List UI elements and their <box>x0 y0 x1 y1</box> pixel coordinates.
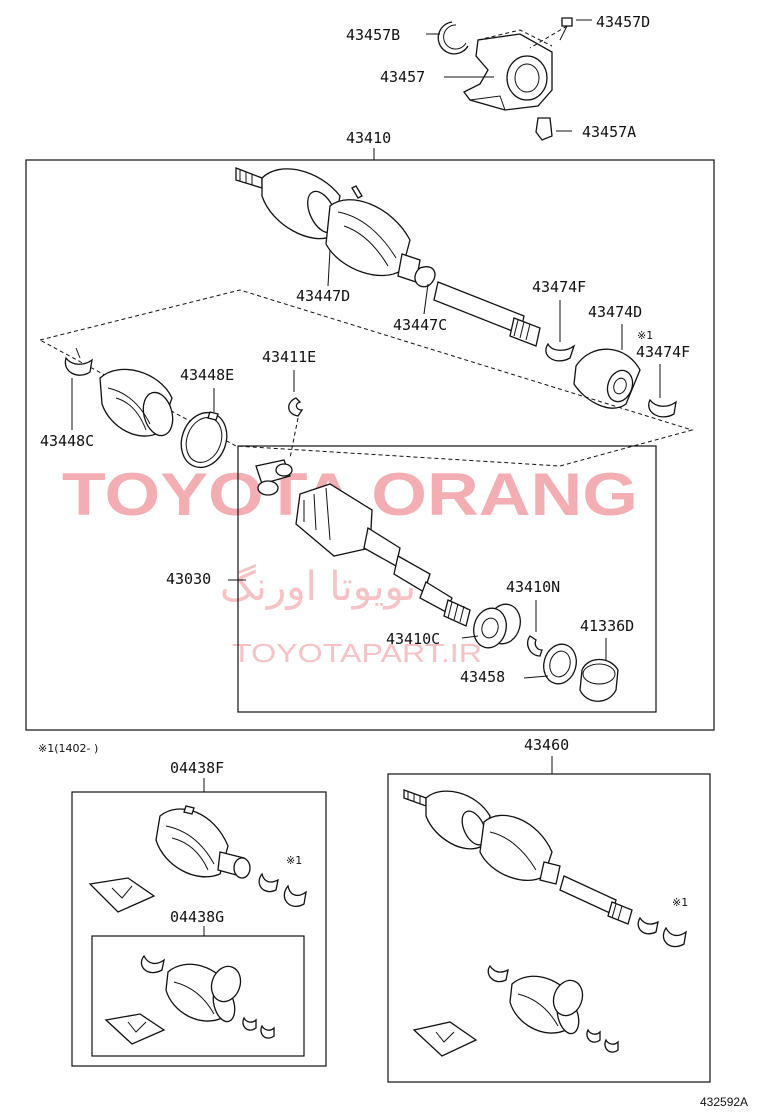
boot-kit-box-04438G <box>91 935 305 1057</box>
diagram-code: 432592A <box>700 1095 748 1109</box>
label-43447D: 43447D <box>296 287 350 305</box>
mark-43474D: ※1 <box>637 329 653 342</box>
assembly-box-43460 <box>387 773 711 1083</box>
ring-43458 <box>543 643 577 685</box>
label-43410N: 43410N <box>506 578 560 596</box>
bearing-43410C <box>473 603 521 649</box>
label-43448C: 43448C <box>40 432 94 450</box>
outer-boot-kit <box>88 805 307 913</box>
label-43457: 43457 <box>380 68 425 86</box>
clamp-43474F-a <box>545 342 576 362</box>
label-04438F: 04438F <box>170 759 224 777</box>
mark-43460: ※1 <box>672 896 688 909</box>
label-43458: 43458 <box>460 668 505 686</box>
label-43410: 43410 <box>346 129 391 147</box>
clamp-43474F-b <box>648 398 677 418</box>
inner-joint-43030 <box>255 459 471 627</box>
label-43457A: 43457A <box>582 123 636 141</box>
bearing-bracket-assembly <box>426 17 592 141</box>
label-43457D: 43457D <box>596 13 650 31</box>
label-43448E: 43448E <box>180 366 234 384</box>
footnote-1402: ※1(1402- ) <box>38 742 98 755</box>
label-43410C: 43410C <box>386 630 440 648</box>
inner-joint-box <box>237 445 657 713</box>
snap-ring-43411E <box>288 397 304 417</box>
label-43411E: 43411E <box>262 348 316 366</box>
label-43460: 43460 <box>524 736 569 754</box>
watermark: TOYOTA ORANG تویوتا اورنگ TOYOTAPART.IR <box>62 461 638 668</box>
mark-04438F: ※1 <box>286 854 302 867</box>
complete-shaft-43460 <box>403 789 687 1057</box>
snap-ring-43410N <box>526 635 543 657</box>
bolt-43457A <box>535 117 553 141</box>
label-41336D: 41336D <box>580 617 634 635</box>
inner-boot-kit-small <box>104 954 275 1045</box>
label-04438G: 04438G <box>170 908 224 926</box>
label-43447C: 43447C <box>393 316 447 334</box>
label-43474F-b: 43474F <box>636 343 690 361</box>
inner-boot-kit <box>64 347 228 469</box>
label-43474D: 43474D <box>588 303 642 321</box>
outer-joint-shaft <box>235 167 541 347</box>
label-43474F-a: 43474F <box>532 278 586 296</box>
label-43030: 43030 <box>166 570 211 588</box>
seal-41336D <box>579 658 619 702</box>
shaft-assembly-box-43410 <box>25 159 715 731</box>
watermark-persian: تویوتا اورنگ <box>220 564 416 610</box>
watermark-url: TOYOTAPART.IR <box>232 638 482 668</box>
boot-kit-box-04438F <box>71 791 327 1067</box>
damper-43474D <box>573 348 641 409</box>
label-43457B: 43457B <box>346 26 400 44</box>
